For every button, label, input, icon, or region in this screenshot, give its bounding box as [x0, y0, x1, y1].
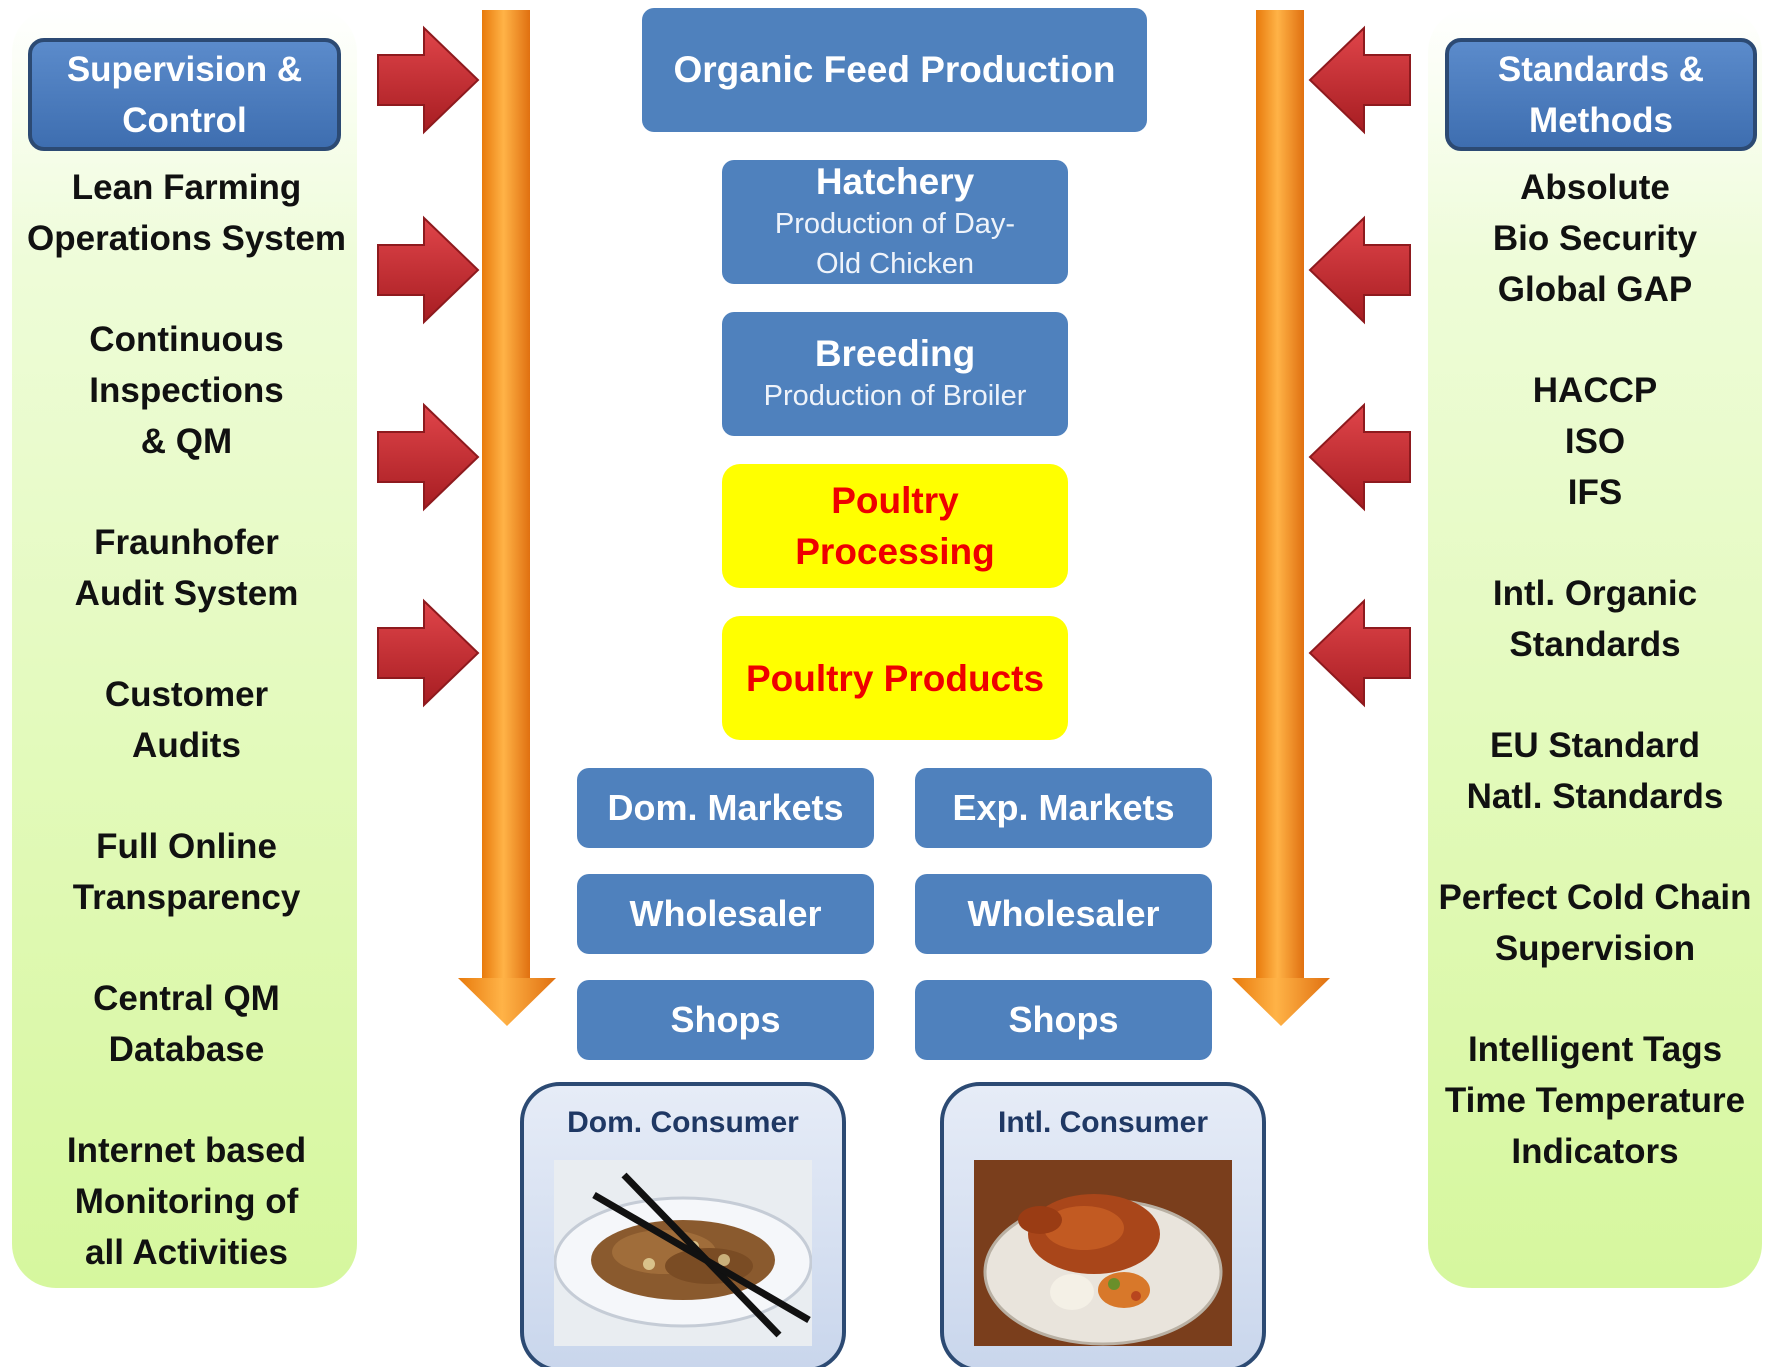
- poultry-products-label: Poultry Products: [745, 657, 1045, 699]
- exp-wholesaler-label: Wholesaler: [967, 893, 1160, 934]
- dom-markets-box: Dom. Markets: [577, 768, 874, 848]
- side-item: Absolute Bio Security Global GAP: [1492, 168, 1698, 309]
- breeding-title: Breeding: [814, 333, 976, 374]
- poultry-products-box: Poultry Products: [722, 616, 1068, 740]
- side-item: Perfect Cold Chain Supervision: [1438, 878, 1752, 968]
- organic-feed-box: Organic Feed Production: [642, 8, 1147, 132]
- exp-shops-box: Shops: [915, 980, 1212, 1060]
- exp-markets-box: Exp. Markets: [915, 768, 1212, 848]
- side-item: Continuous Inspections & QM: [89, 320, 284, 461]
- breeding-box: Breeding Production of Broiler: [722, 312, 1068, 436]
- poultry-processing-box: Poultry Processing: [722, 464, 1068, 588]
- domestic-consumer-label: Dom. Consumer: [567, 1106, 799, 1139]
- side-item: Internet based Monitoring of all Activit…: [66, 1131, 307, 1272]
- roast-chicken-photo: [974, 1160, 1232, 1346]
- left-down-arrow: [458, 10, 556, 1026]
- exp-shops-label: Shops: [1008, 999, 1119, 1040]
- international-consumer-card: Intl. Consumer: [940, 1082, 1266, 1367]
- side-item: Intl. Organic Standards: [1492, 574, 1698, 664]
- dom-shops-box: Shops: [577, 980, 874, 1060]
- right-down-arrow: [1232, 10, 1330, 1026]
- domestic-consumer-card: Dom. Consumer: [520, 1082, 846, 1367]
- side-item: Central QM Database: [93, 979, 280, 1069]
- dom-markets-label: Dom. Markets: [607, 787, 844, 828]
- side-item: HACCP ISO IFS: [1532, 371, 1658, 512]
- side-item: Lean Farming Operations System: [27, 168, 346, 258]
- side-item: Full Online Transparency: [72, 827, 301, 917]
- left-red-arrows: [377, 25, 480, 708]
- exp-wholesaler-box: Wholesaler: [915, 874, 1212, 954]
- side-item: Fraunhofer Audit System: [74, 523, 299, 613]
- organic-feed-label: Organic Feed Production: [673, 49, 1116, 90]
- dom-wholesaler-label: Wholesaler: [629, 893, 822, 934]
- side-item: Intelligent Tags Time Temperature Indica…: [1444, 1030, 1746, 1171]
- side-item: Customer Audits: [104, 675, 269, 765]
- hatchery-title: Hatchery: [815, 161, 975, 202]
- standards-methods-heading: Standards & Methods: [1445, 38, 1757, 151]
- supervision-list: Lean Farming Operations System Continuou…: [14, 162, 359, 1328]
- supervision-control-heading: Supervision & Control: [28, 38, 341, 151]
- left-panel: [12, 8, 357, 1288]
- exp-markets-label: Exp. Markets: [952, 787, 1175, 828]
- hatchery-box: Hatchery Production of Day- Old Chicken: [722, 160, 1068, 284]
- breeding-subtitle: Production of Broiler: [763, 380, 1027, 412]
- right-panel: [1428, 8, 1762, 1288]
- hatchery-subtitle: Production of Day- Old Chicken: [774, 208, 1016, 280]
- noodles-photo: [554, 1160, 812, 1346]
- side-item: EU Standard Natl. Standards: [1466, 726, 1724, 816]
- poultry-processing-label: Poultry Processing: [795, 480, 995, 572]
- dom-shops-label: Shops: [670, 999, 781, 1040]
- right-red-arrows: [1308, 25, 1411, 708]
- dom-wholesaler-box: Wholesaler: [577, 874, 874, 954]
- international-consumer-label: Intl. Consumer: [997, 1106, 1208, 1139]
- standards-list: Absolute Bio Security Global GAP HACCP I…: [1428, 162, 1762, 1227]
